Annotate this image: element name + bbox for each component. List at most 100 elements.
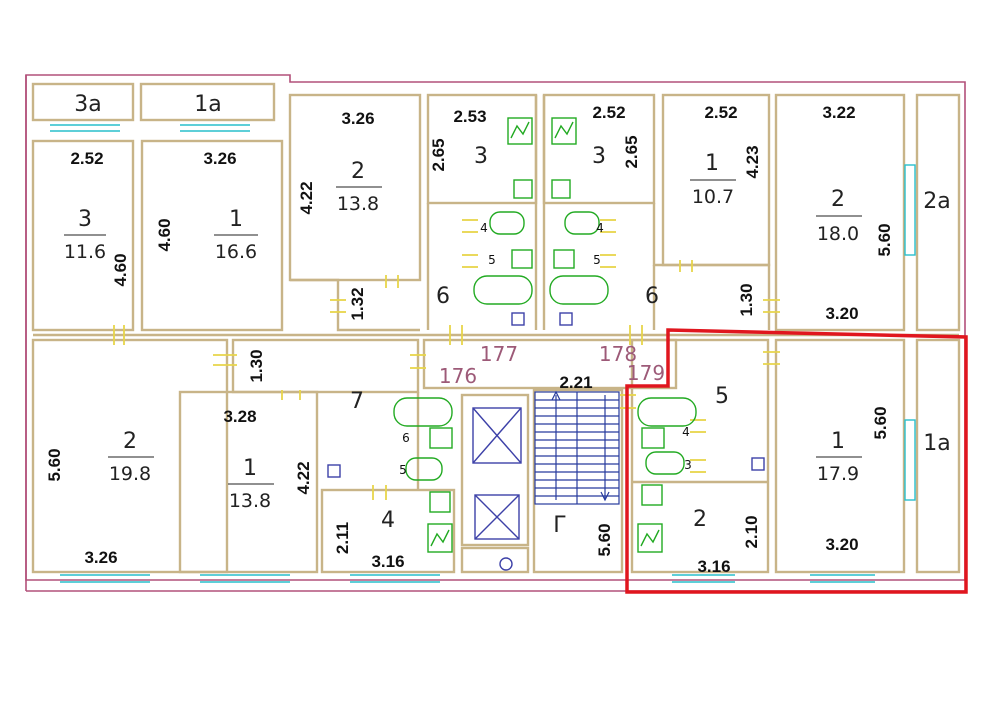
- room-number: 4: [682, 425, 690, 439]
- dimension-label: 1.30: [737, 283, 756, 316]
- dimension-label: 2.52: [592, 103, 625, 122]
- dimension-label: 2.11: [333, 522, 352, 554]
- windows: [50, 124, 916, 583]
- toilet-icon: [489, 211, 525, 235]
- dimension-label: 5.60: [875, 223, 894, 256]
- dimension-label: 3.22: [822, 103, 855, 122]
- toilet-icon: [645, 451, 685, 475]
- dimension-label: 1.32: [348, 287, 367, 320]
- door-marks: [113, 219, 780, 500]
- room-number: 6: [402, 431, 410, 445]
- sink-icon: [429, 491, 451, 513]
- sink-icon: [551, 179, 571, 199]
- room-number: 4: [596, 221, 604, 235]
- dimension-label: 2.21: [559, 373, 592, 392]
- room-number: 5: [399, 463, 407, 477]
- room-number: 2: [123, 429, 137, 454]
- room-number: 6: [436, 284, 450, 309]
- dimension-label: 1.30: [247, 349, 266, 382]
- room-number: 4: [381, 508, 395, 533]
- dimension-label: 4.22: [294, 461, 313, 494]
- room-number: 4: [480, 221, 488, 235]
- bathtub-icon: [549, 275, 609, 305]
- sink-icon: [641, 484, 663, 506]
- stove-icon: [551, 117, 577, 145]
- room-number: 1: [705, 151, 719, 176]
- dimension-label: 4.22: [297, 181, 316, 214]
- dimension-label: 4.60: [111, 253, 130, 286]
- sink-icon: [513, 179, 533, 199]
- vent-icon: [327, 464, 341, 478]
- toilet-icon: [564, 211, 600, 235]
- dimension-label: 3.26: [84, 548, 117, 567]
- room-number: 7: [350, 389, 364, 414]
- apartment-number: 176: [439, 364, 477, 388]
- interior-walls: [31, 82, 961, 574]
- dimension-label: 5.60: [871, 406, 890, 439]
- basin-icon: [641, 427, 665, 449]
- room-area: 13.8: [337, 193, 379, 215]
- dimension-label: 4.60: [155, 218, 174, 251]
- bathtub-icon: [637, 397, 697, 427]
- dimension-label: 3.20: [825, 535, 858, 554]
- dimension-label: 2.52: [704, 103, 737, 122]
- dimension-label: 3.16: [697, 557, 730, 576]
- staircase: [534, 390, 620, 505]
- dimension-label: 2.10: [742, 515, 761, 548]
- room-number: 1: [229, 207, 243, 232]
- dimension-label: 2.53: [453, 107, 486, 126]
- bathtub-icon: [393, 397, 453, 427]
- apartment-number: 179: [627, 361, 665, 385]
- room-number: 1: [831, 429, 845, 454]
- dimension-label: 5.60: [45, 448, 64, 481]
- room-number: 2: [693, 507, 707, 532]
- dimension-label: 2.52: [70, 149, 103, 168]
- room-area: 13.8: [229, 490, 271, 512]
- apartment-highlight: [625, 328, 968, 594]
- room-area: 18.0: [817, 223, 859, 245]
- room-number: 5: [715, 384, 729, 409]
- apartment-numbers: 176 177 178 179: [439, 342, 665, 388]
- basin-icon: [429, 427, 453, 449]
- room-number: Г: [553, 513, 566, 538]
- room-number: 2a: [923, 189, 950, 214]
- apartment-number: 178: [599, 342, 637, 366]
- vent-shafts: [327, 312, 765, 571]
- room-number: 5: [593, 253, 601, 267]
- toilet-icon: [405, 457, 443, 481]
- stove-icon: [637, 523, 663, 553]
- room-number: 3: [592, 144, 606, 169]
- room-area: 19.8: [109, 463, 151, 485]
- stove-icon: [427, 523, 453, 553]
- dimension-labels: 2.52 3.26 4.60 4.60 3.26 4.22 2.53 2.65 …: [45, 103, 894, 576]
- room-area: 16.6: [215, 241, 257, 263]
- vent-icon: [559, 312, 573, 326]
- vent-icon: [511, 312, 525, 326]
- room-number: 2: [351, 159, 365, 184]
- room-area: 10.7: [692, 186, 734, 208]
- dimension-label: 3.16: [371, 552, 404, 571]
- apartment-number: 177: [480, 342, 518, 366]
- elevator-icon: [474, 494, 520, 540]
- sanitary-fixtures: [393, 117, 697, 553]
- basin-icon: [553, 249, 575, 269]
- dimension-label: 3.20: [825, 304, 858, 323]
- room-number: 1: [243, 456, 257, 481]
- room-number: 5: [488, 253, 496, 267]
- room-number: 1a: [923, 431, 950, 456]
- vent-icon: [751, 457, 765, 471]
- room-number: 3: [684, 458, 692, 472]
- room-number: 1a: [194, 92, 221, 117]
- dimension-label: 2.65: [429, 138, 448, 171]
- dimension-label: 3.28: [223, 407, 256, 426]
- dimension-label: 5.60: [595, 523, 614, 556]
- stove-icon: [507, 117, 533, 145]
- bathtub-icon: [473, 275, 533, 305]
- dimension-label: 4.23: [743, 145, 762, 178]
- dimension-label: 3.26: [341, 109, 374, 128]
- room-number: 3: [78, 207, 92, 232]
- room-number: 3: [474, 144, 488, 169]
- elevator-icon: [472, 407, 522, 464]
- dimension-label: 2.65: [622, 135, 641, 168]
